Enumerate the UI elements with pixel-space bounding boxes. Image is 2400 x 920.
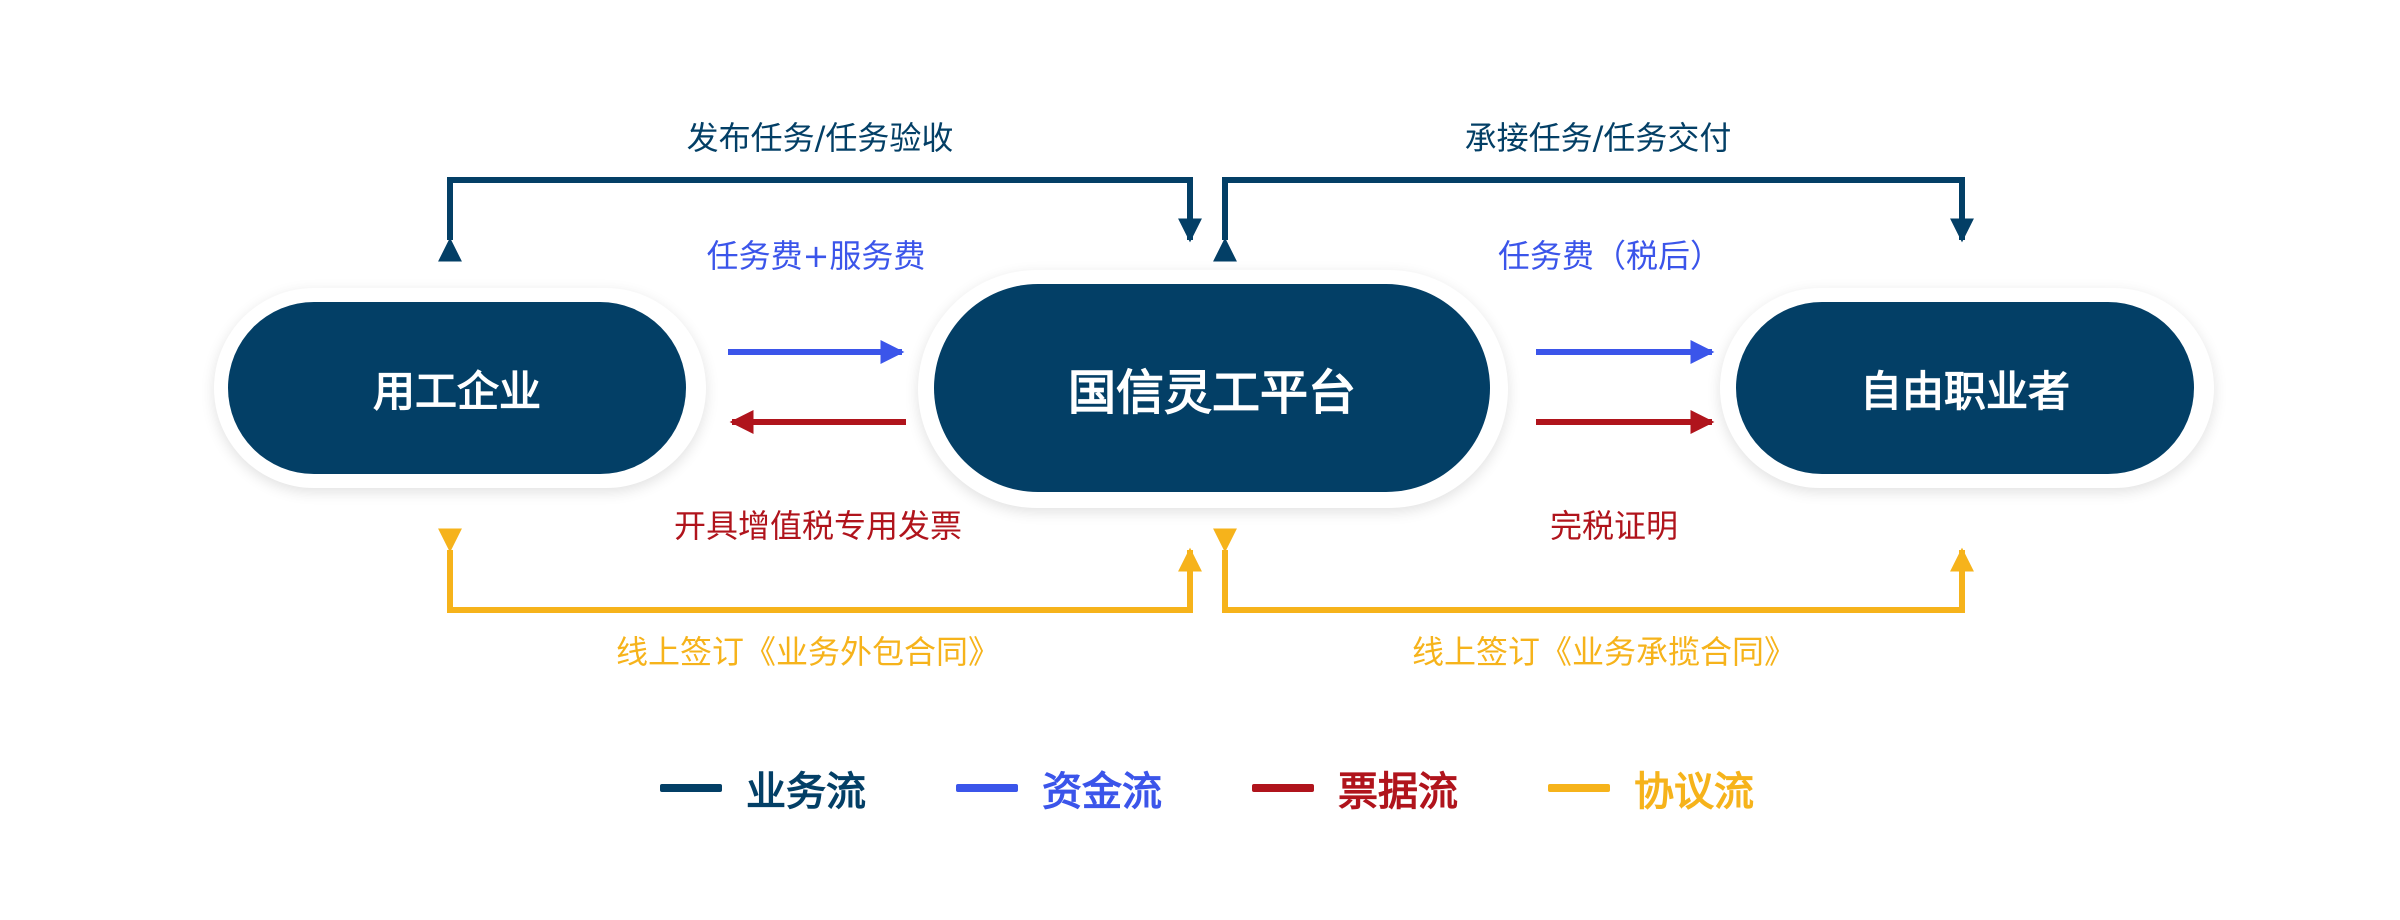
legend-swatch-business (660, 784, 722, 792)
legend-label-funds: 资金流 (1042, 769, 1162, 815)
agreement-flow-left-bracket (438, 528, 1202, 613)
label-left-funds: 任务费+服务费 (706, 237, 926, 275)
label-right-agreement: 线上签订《业务承揽合同》 (1411, 633, 1797, 671)
business-flow-right-bracket (1213, 177, 1974, 262)
legend-swatch-invoice (1252, 784, 1314, 792)
legend-swatch-funds (956, 784, 1018, 792)
node-enterprise: 用工企业 (228, 302, 686, 474)
legend-item-invoice: 票据流 (1252, 759, 1458, 817)
legend-label-agreement: 协议流 (1634, 769, 1754, 815)
node-platform: 国信灵工平台 (934, 284, 1490, 492)
legend-item-funds: 资金流 (956, 759, 1162, 817)
node-enterprise-label: 用工企业 (372, 366, 541, 416)
label-right-business: 承接任务/任务交付 (1464, 119, 1732, 157)
legend-item-business: 业务流 (660, 759, 866, 817)
label-left-agreement: 线上签订《业务外包合同》 (615, 633, 1001, 671)
legend-item-agreement: 协议流 (1548, 759, 1754, 817)
agreement-flow-right-bracket (1213, 528, 1974, 613)
node-freelancer: 自由职业者 (1736, 302, 2194, 474)
legend-swatch-agreement (1548, 784, 1610, 792)
legend-label-business: 业务流 (746, 769, 866, 815)
node-freelancer-label: 自由职业者 (1859, 366, 2070, 416)
business-flow-left-bracket (438, 177, 1202, 262)
label-left-business: 发布任务/任务验收 (686, 119, 954, 157)
label-right-invoice: 完税证明 (1549, 507, 1679, 545)
label-left-invoice: 开具增值税专用发票 (673, 507, 963, 545)
label-right-funds: 任务费（税后） (1497, 237, 1723, 275)
legend-label-invoice: 票据流 (1338, 769, 1458, 815)
legend: 业务流 资金流 票据流 协议流 (660, 760, 1760, 816)
node-platform-label: 国信灵工平台 (1067, 365, 1356, 421)
